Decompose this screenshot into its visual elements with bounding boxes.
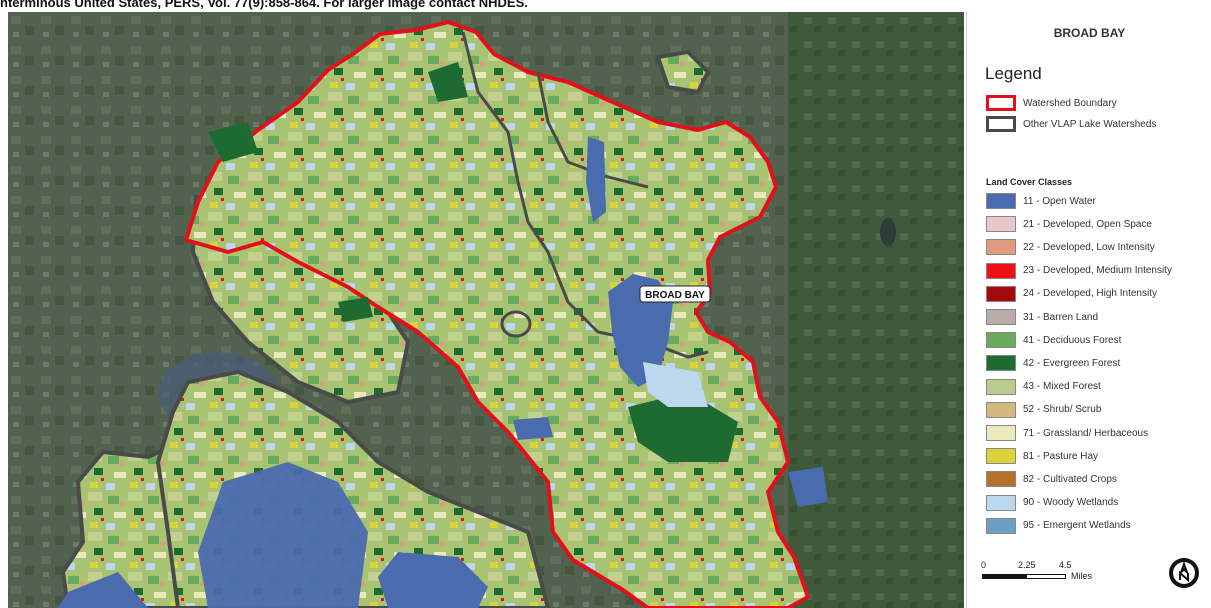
imagery-east-forest [788, 12, 964, 608]
legend-title: BROAD BAY [1053, 26, 1126, 40]
scale-bar-segment [1026, 574, 1066, 579]
legend-class-item: 71 - Grassland/ Herbaceous [986, 424, 1148, 442]
evergreen-patch-1 [208, 122, 258, 162]
water-body-southwest [198, 462, 368, 608]
legend-label: Other VLAP Lake Watersheds [1023, 118, 1157, 130]
legend-class-item: 11 - Open Water [986, 192, 1096, 210]
legend-swatch [986, 355, 1016, 372]
legend-class-item: 81 - Pasture Hay [986, 447, 1098, 465]
watershed-boundary [184, 20, 810, 608]
legend-swatch [986, 193, 1016, 209]
legend-panel: BROAD BAY Legend Watershed Boundary Othe… [966, 12, 1211, 608]
legend-label: 23 - Developed, Medium Intensity [1023, 265, 1172, 277]
legend-label: 22 - Developed, Low Intensity [1023, 241, 1155, 253]
scale-tick: 2.25 [1018, 560, 1036, 570]
legend-swatch [986, 448, 1016, 465]
legend-item-watershed-boundary: Watershed Boundary [986, 94, 1117, 112]
legend-label: 24 - Developed, High Intensity [1023, 288, 1157, 300]
legend-label: 42 - Evergreen Forest [1023, 357, 1121, 369]
legend-label: 71 - Grassland/ Herbaceous [1023, 427, 1149, 439]
legend-class-item: 31 - Barren Land [986, 308, 1098, 326]
scale-bar: 0 2.25 4.5 Miles [981, 558, 1141, 598]
legend-swatch [986, 216, 1016, 233]
scale-tick: 0 [981, 560, 987, 570]
legend-label: 82 - Cultivated Crops [1023, 473, 1117, 485]
legend-class-item: 42 - Evergreen Forest [986, 354, 1120, 372]
pond-center [513, 417, 553, 440]
legend-class-item: 21 - Developed, Open Space [986, 215, 1152, 233]
legend-swatch [986, 239, 1016, 256]
lake-label-box [639, 285, 711, 303]
map-caption: nterminous United States, PERS, Vol. 77(… [0, 0, 528, 10]
imagery-pond-east [880, 218, 896, 246]
lake-label-text: BROAD BAY [645, 290, 705, 301]
legend-swatch [986, 309, 1016, 325]
legend-swatch [986, 332, 1016, 349]
legend-class-item: 24 - Developed, High Intensity [986, 285, 1157, 303]
legend-swatch [986, 262, 1016, 279]
wetland-south-of-lake [643, 362, 708, 407]
legend-label: Watershed Boundary [1023, 97, 1117, 109]
legend-class-item: 52 - Shrub/ Scrub [986, 401, 1101, 419]
legend-swatch [986, 401, 1016, 418]
legend-label: 11 - Open Water [1023, 195, 1096, 207]
pond-southeast [788, 467, 828, 507]
legend-label: 81 - Pasture Hay [1023, 450, 1099, 462]
legend-label: 41 - Deciduous Forest [1023, 334, 1122, 346]
legend-class-item: 82 - Cultivated Crops [986, 470, 1117, 488]
other-watershed-island [500, 310, 532, 338]
legend-label: 31 - Barren Land [1023, 311, 1099, 323]
red-outline-swatch [986, 95, 1016, 111]
legend-swatch [986, 471, 1016, 488]
other-watershed-north [655, 49, 711, 95]
legend-label: 52 - Shrub/ Scrub [1023, 404, 1102, 416]
scale-unit: Miles [1071, 571, 1093, 581]
legend-swatch [986, 425, 1016, 441]
legend-class-item: 43 - Mixed Forest [986, 378, 1101, 396]
evergreen-patch-4 [428, 62, 468, 102]
legend-swatch [986, 285, 1016, 302]
legend-swatch [986, 378, 1016, 395]
north-arrow-icon [1169, 558, 1199, 588]
evergreen-patch-2 [628, 392, 738, 462]
legend-class-item: 95 - Emergent Wetlands [986, 517, 1131, 535]
evergreen-patch-3 [338, 297, 373, 322]
legend-class-item: 23 - Developed, Medium Intensity [986, 262, 1172, 280]
gray-outline-swatch [986, 116, 1016, 132]
water-body-south [378, 552, 488, 608]
legend-swatch [986, 517, 1016, 534]
legend-class-item: 41 - Deciduous Forest [986, 331, 1121, 349]
scale-bar-segment [982, 574, 1026, 579]
legend-label: 21 - Developed, Open Space [1023, 218, 1152, 230]
legend-heading: Legend [985, 64, 1042, 83]
legend-label: 90 - Woody Wetlands [1023, 497, 1119, 509]
legend-item-other-watersheds: Other VLAP Lake Watersheds [986, 115, 1156, 133]
land-cover-map: BROAD BAY [8, 12, 964, 608]
legend-label: 95 - Emergent Wetlands [1023, 520, 1131, 532]
land-cover-classes-heading: Land Cover Classes [986, 177, 1073, 187]
water-body-far-southwest [58, 572, 148, 608]
other-watershed-interior-line-2 [536, 71, 649, 189]
legend-swatch [986, 494, 1016, 511]
legend-class-item: 22 - Developed, Low Intensity [986, 238, 1155, 256]
map-view[interactable]: BROAD BAY [8, 12, 964, 608]
scale-tick: 4.5 [1059, 560, 1072, 570]
legend-label: 43 - Mixed Forest [1023, 381, 1101, 393]
lake-north-inlet [586, 137, 606, 222]
legend-class-item: 90 - Woody Wetlands [986, 494, 1118, 512]
lake-label: BROAD BAY [639, 285, 711, 303]
